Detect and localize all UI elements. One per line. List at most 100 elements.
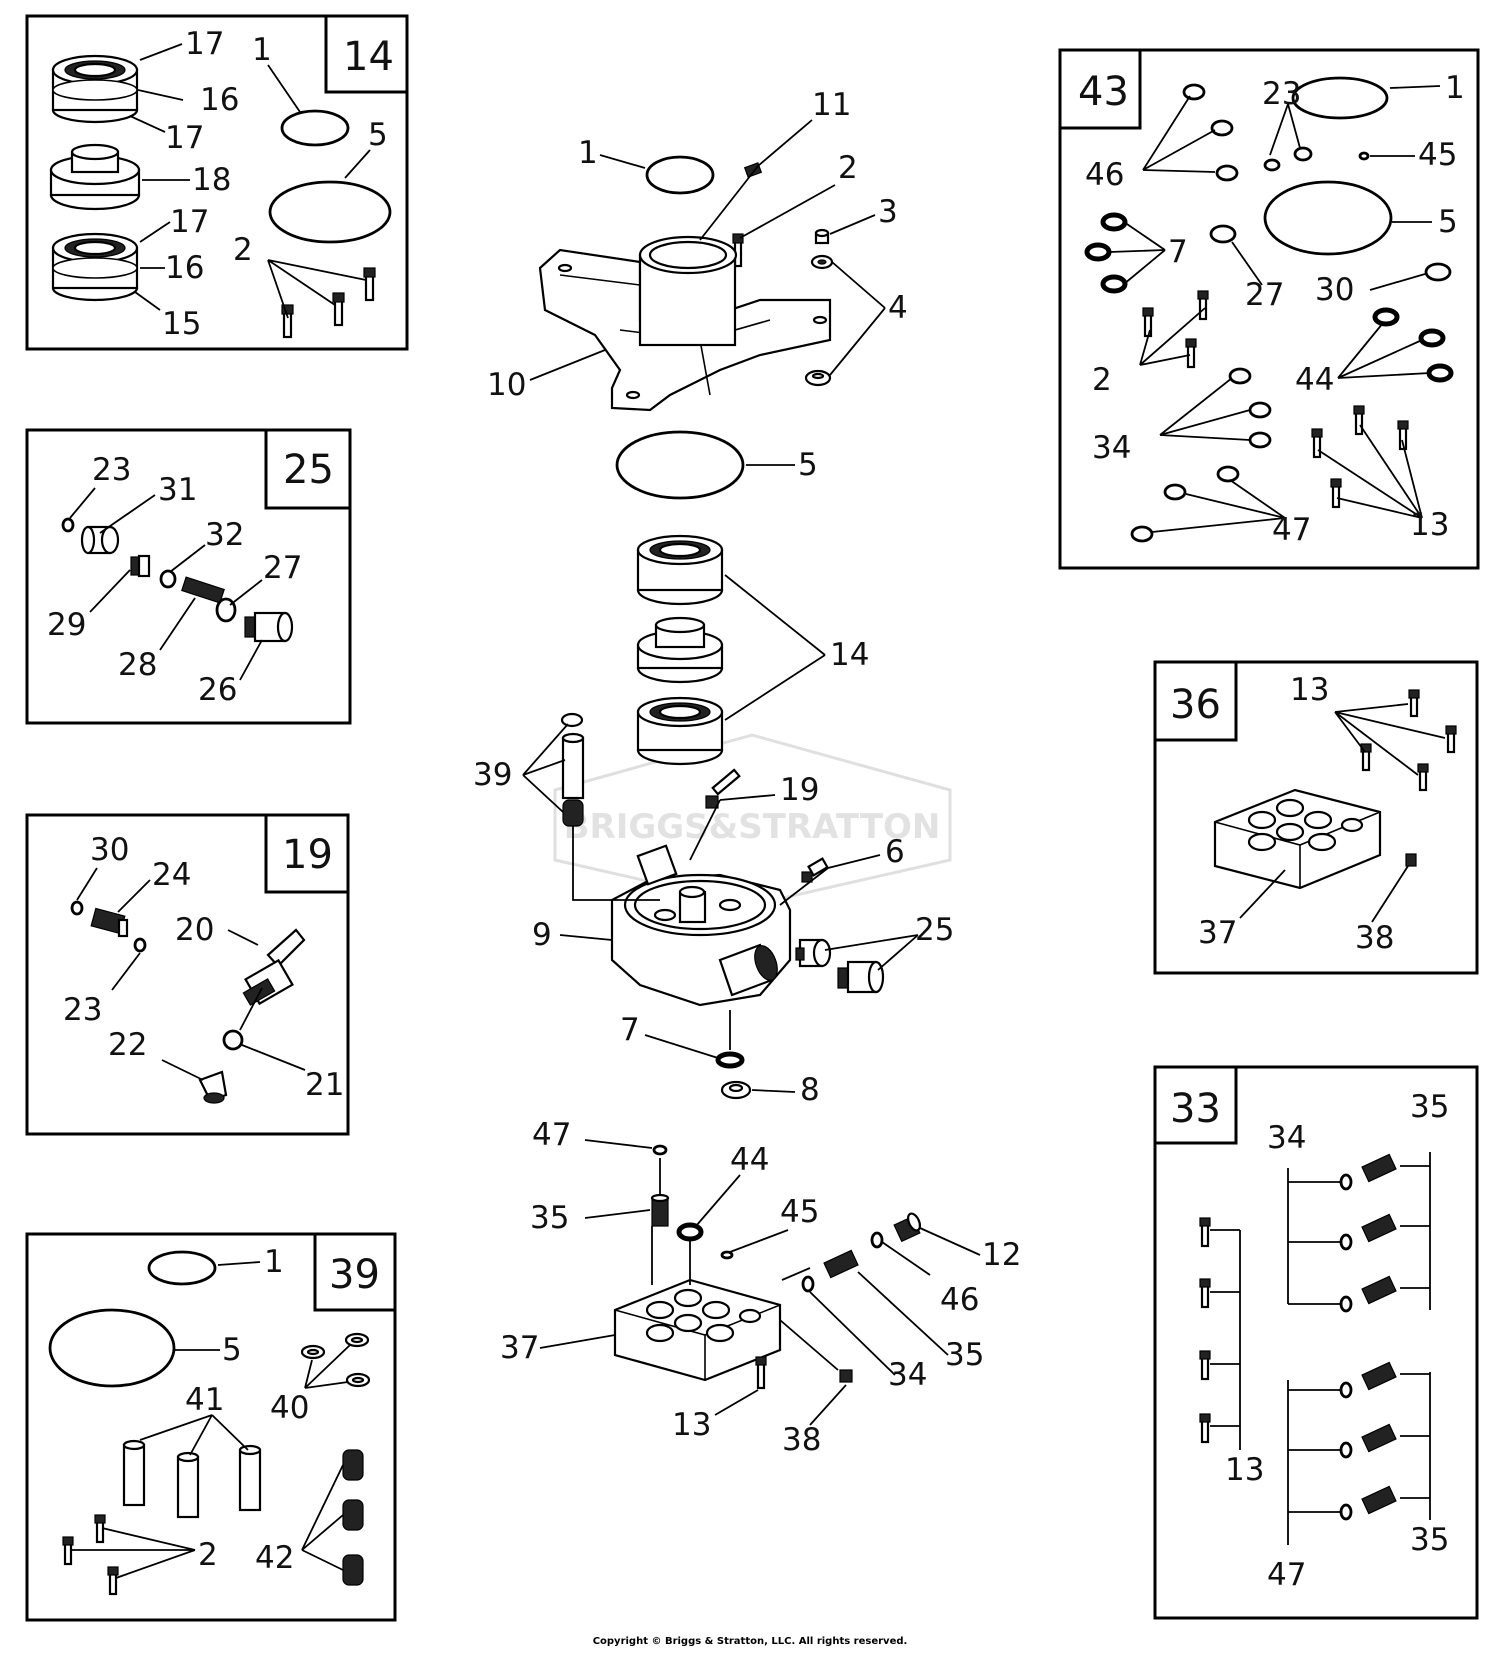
- valve-cage-part: [1361, 1153, 1397, 1515]
- o-ring-part: [70, 900, 84, 916]
- seal-part: [804, 254, 834, 387]
- spring-part: [181, 576, 225, 604]
- part-label: 4: [888, 290, 908, 326]
- valve-cage-part: [650, 1193, 670, 1227]
- part-label: 34: [1267, 1120, 1306, 1156]
- kit-box-19: 19 30 24 20 23 22 21: [25, 813, 350, 1136]
- kit-number: 25: [283, 447, 334, 493]
- part-label: 2: [838, 150, 858, 186]
- o-ring-part: [715, 1051, 745, 1069]
- o-ring-part: [801, 1275, 815, 1293]
- kit-number-frame: [1155, 662, 1238, 742]
- part-label: 24: [152, 857, 191, 893]
- kit-box-frame: [25, 1232, 397, 1622]
- valve-plug-part: [837, 960, 885, 994]
- part-label: 21: [305, 1067, 344, 1103]
- part-label: 2: [198, 1537, 218, 1573]
- part-label: 23: [63, 992, 102, 1028]
- o-ring-part: [215, 597, 237, 623]
- part-label: 47: [1267, 1557, 1306, 1593]
- part-label: 7: [1168, 234, 1188, 270]
- part-label: 27: [263, 550, 302, 586]
- part-label: 10: [487, 367, 526, 403]
- kit-number-frame: [1060, 50, 1142, 130]
- washer-part: [300, 1332, 371, 1388]
- part-label: 19: [780, 772, 819, 808]
- o-ring-part: [1291, 76, 1389, 120]
- part-label: 7: [620, 1012, 640, 1048]
- o-ring-part: [268, 180, 392, 244]
- kit-number: 43: [1078, 69, 1129, 115]
- o-ring-part: [615, 430, 745, 500]
- part-label: 40: [270, 1390, 309, 1426]
- thrust-bearing-part: [51, 232, 139, 302]
- kit-box-frame: [1153, 1065, 1479, 1620]
- part-label: 37: [500, 1330, 539, 1366]
- kit-box-frame: [1058, 48, 1480, 570]
- thrust-bearing-part: [51, 54, 139, 124]
- part-label: 47: [1272, 512, 1311, 548]
- part-label: 45: [780, 1194, 819, 1230]
- part-label: 1: [252, 32, 272, 68]
- valve-cage-part: [823, 1249, 859, 1279]
- part-label: 13: [1225, 1452, 1264, 1488]
- part-label: 35: [1410, 1522, 1449, 1558]
- part-label: 13: [1410, 507, 1449, 543]
- manifold-block-part: [1213, 788, 1382, 890]
- part-label: 46: [940, 1282, 979, 1318]
- part-label: 27: [1245, 277, 1284, 313]
- kit-number-frame: [313, 1234, 395, 1312]
- watermark-text: BRIGGS&STRATTON: [564, 807, 941, 847]
- part-label: 44: [1295, 362, 1334, 398]
- o-ring-part: [159, 569, 177, 589]
- kit-number: 33: [1170, 1086, 1221, 1132]
- o-ring-part: [652, 1144, 668, 1156]
- part-label: 22: [108, 1027, 147, 1063]
- part-label: 5: [798, 447, 818, 483]
- valve-seat-part: [130, 554, 151, 578]
- o-ring-part: [720, 1250, 734, 1260]
- o-ring-part: [676, 1222, 704, 1242]
- manifold-part: [610, 844, 792, 1007]
- thrust-bearing-part: [636, 696, 724, 766]
- part-label: 41: [185, 1382, 224, 1418]
- kit-box-frame: [25, 428, 352, 725]
- part-label: 30: [90, 832, 129, 868]
- part-label: 1: [264, 1244, 284, 1280]
- kit-box-25: 25 23 31 32 27 29 28: [25, 428, 352, 725]
- plug-part: [1405, 853, 1417, 867]
- part-label: 35: [1410, 1089, 1449, 1125]
- kit-box-36: 36 35 13 37 38: [1153, 660, 1479, 975]
- part-label: 28: [118, 647, 157, 683]
- copyright-notice: Copyright © Briggs & Stratton, LLC. All …: [592, 1636, 908, 1647]
- screw-part: [62, 1514, 119, 1596]
- part-label: 12: [982, 1237, 1021, 1273]
- barbed-fitting-part: [705, 768, 741, 809]
- part-label: 39: [473, 757, 512, 793]
- piston-part: [560, 712, 585, 827]
- screw-part: [1142, 290, 1409, 509]
- manifold-block-part: [613, 1278, 782, 1382]
- kit-number-frame: [264, 430, 350, 510]
- screw-part: [1199, 1217, 1211, 1444]
- main-assembly: 11 1 2 3 4 10 5 14 39 19 6 9 25 7 8 47 4…: [473, 87, 1021, 1458]
- o-ring-part: [1339, 1173, 1353, 1521]
- part-label: 2: [1092, 362, 1112, 398]
- watermark: BRIGGS&STRATTON: [553, 733, 952, 907]
- part-label: 18: [192, 162, 231, 198]
- part-label: 25: [915, 912, 954, 948]
- kit-number: 36: [1170, 682, 1221, 728]
- kit-number-frame: [264, 815, 348, 894]
- plug-part: [839, 1369, 853, 1383]
- spring-part: [342, 1449, 364, 1586]
- part-label: 15: [162, 306, 201, 342]
- bearing-sleeve-part: [49, 143, 141, 211]
- part-label: 38: [782, 1422, 821, 1458]
- seal-cap-part: [814, 228, 830, 245]
- o-ring-part: [1263, 180, 1393, 256]
- o-ring-part: [222, 1029, 244, 1051]
- kit-number-frame: [1155, 1067, 1238, 1145]
- valve-cap-part: [80, 525, 120, 555]
- part-label: 16: [165, 250, 204, 286]
